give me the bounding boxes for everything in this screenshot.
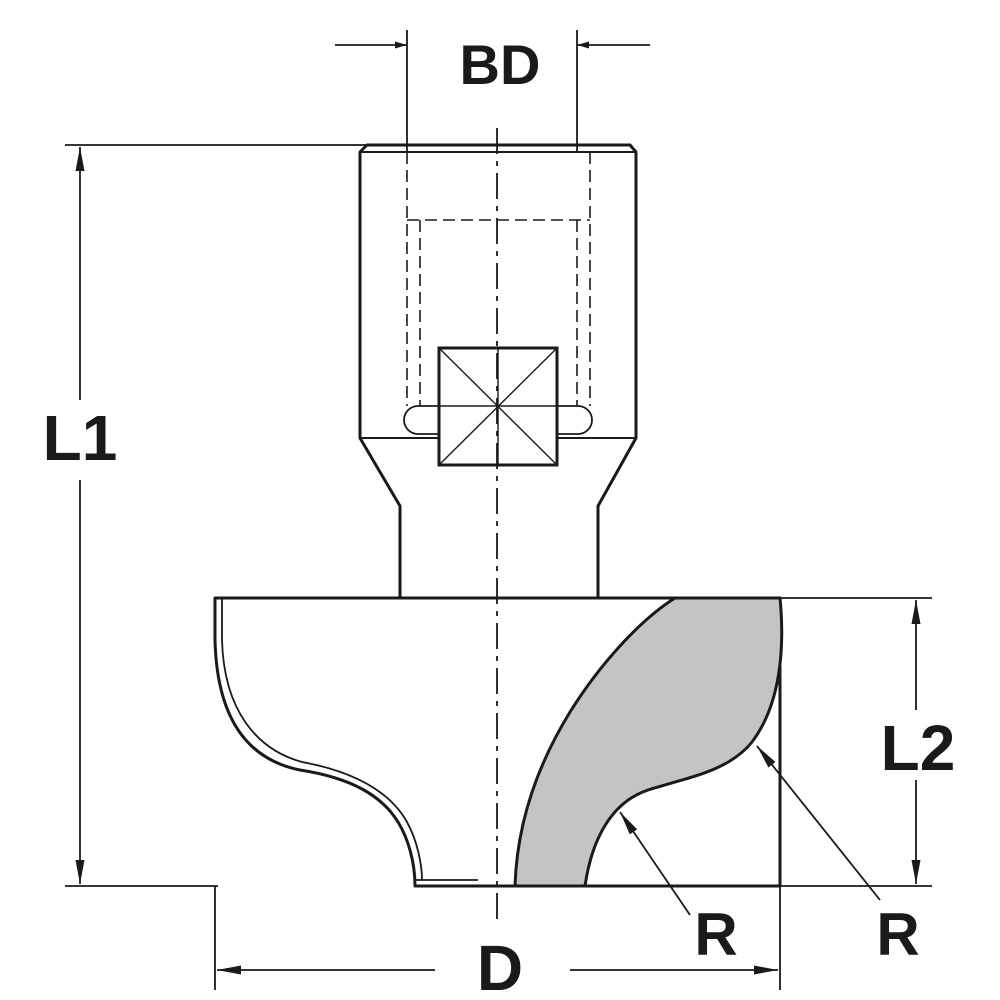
l1-label: L1 xyxy=(43,402,118,474)
set-screw xyxy=(437,346,559,467)
radius-label-outer: R xyxy=(876,901,919,968)
radius-label-inner: R xyxy=(694,901,737,968)
radius-leaders xyxy=(619,745,881,916)
d-dimension xyxy=(214,886,781,990)
bd-label: BD xyxy=(460,33,541,96)
bd-dimension xyxy=(335,30,650,152)
carbide-cutter-tip xyxy=(513,596,784,888)
d-label: D xyxy=(477,932,523,1000)
l2-label: L2 xyxy=(881,712,956,784)
bore-hidden-lines xyxy=(406,152,591,406)
l2-dimension xyxy=(780,597,932,887)
l1-dimension xyxy=(65,144,368,887)
